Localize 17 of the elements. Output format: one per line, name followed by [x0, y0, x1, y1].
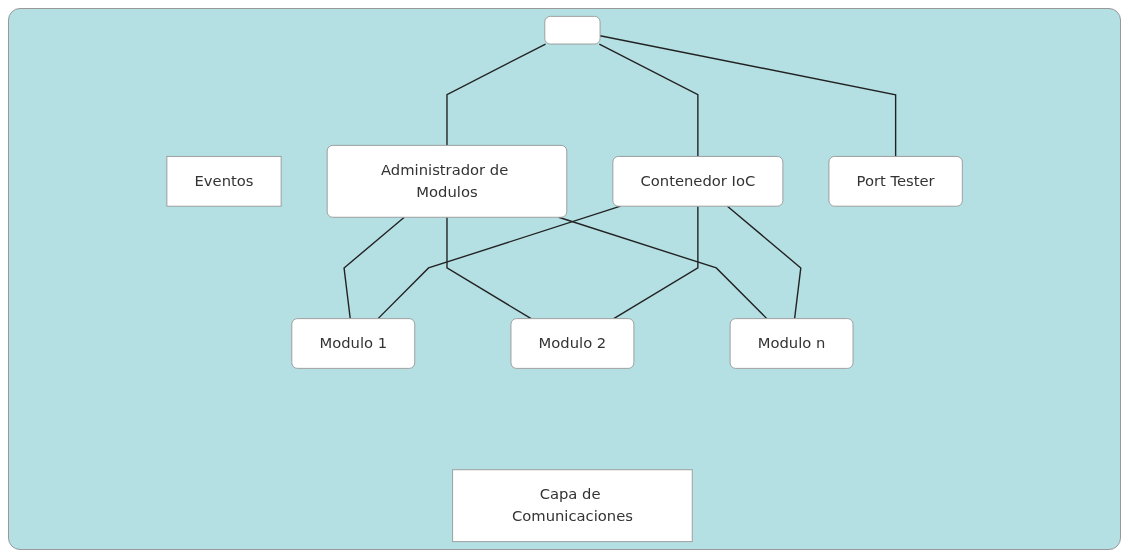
- node-box: [166, 156, 282, 207]
- node-box: [452, 469, 693, 543]
- connector: [343, 216, 405, 320]
- node-box: [326, 144, 568, 218]
- diagram-background: Eventos Contenedor IoC Administrador de Modulos Port Tester Modulo 1 Modulo 2 Modulo n Capa de Comunicaciones: [8, 8, 1121, 550]
- node-box: [291, 318, 416, 369]
- connector: [599, 35, 897, 158]
- connector: [598, 43, 699, 158]
- connector: [726, 205, 802, 320]
- node-box: [729, 318, 854, 369]
- node-box: [828, 156, 963, 207]
- node-box: [544, 15, 601, 45]
- node-box: [510, 318, 635, 369]
- connector: [446, 216, 532, 320]
- connector: [446, 43, 547, 147]
- node-box: [612, 156, 784, 207]
- connector: [612, 205, 699, 320]
